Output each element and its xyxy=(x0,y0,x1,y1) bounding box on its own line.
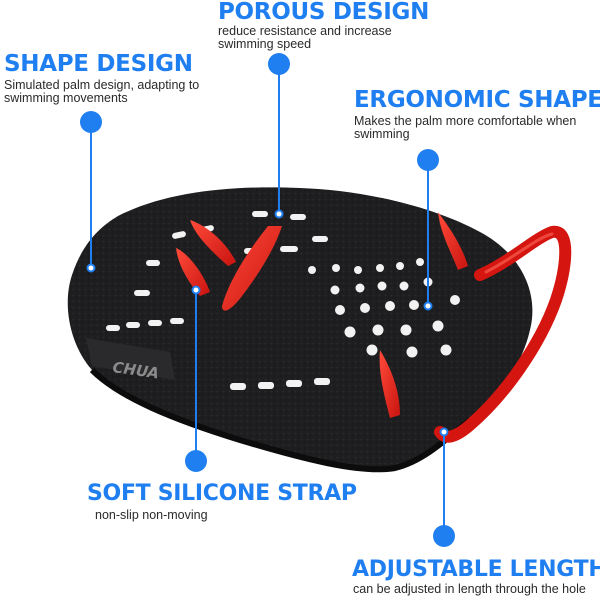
paddle-edge xyxy=(89,367,472,473)
porous-design-title: POROUS DESIGN xyxy=(218,0,430,25)
target-dots xyxy=(86,209,449,437)
soft-strap-dot xyxy=(185,450,207,472)
callout-anchors xyxy=(80,53,455,547)
callout-connectors xyxy=(90,66,445,536)
adjustable-length-title: ADJUSTABLE LENGTH xyxy=(352,557,600,582)
finger-pegs xyxy=(176,212,468,418)
drain-holes xyxy=(308,258,460,358)
soft-silicone-strap-description: non-slip non-moving xyxy=(95,508,208,522)
shape-design-title: SHAPE DESIGN xyxy=(4,51,193,77)
adjustable-length-dot xyxy=(433,525,455,547)
logo-plate xyxy=(86,338,175,380)
drain-slots xyxy=(106,211,330,390)
adjustable-length-description: can be adjusted in length through the ho… xyxy=(353,582,586,596)
ergonomic-shape-description: Makes the palm more comfortable when swi… xyxy=(354,114,577,141)
porous-design-dot xyxy=(268,53,290,75)
porous-design-description: reduce resistance and increase swimming … xyxy=(218,24,392,51)
soft-silicone-strap-title: SOFT SILICONE STRAP xyxy=(87,481,357,506)
shape-design-description: Simulated palm design, adapting to swimm… xyxy=(4,78,200,105)
ergonomic-shape-dot xyxy=(417,149,439,171)
ergonomic-shape-title: ERGONOMIC SHAPE xyxy=(354,87,600,113)
shape-design-dot xyxy=(80,111,102,133)
